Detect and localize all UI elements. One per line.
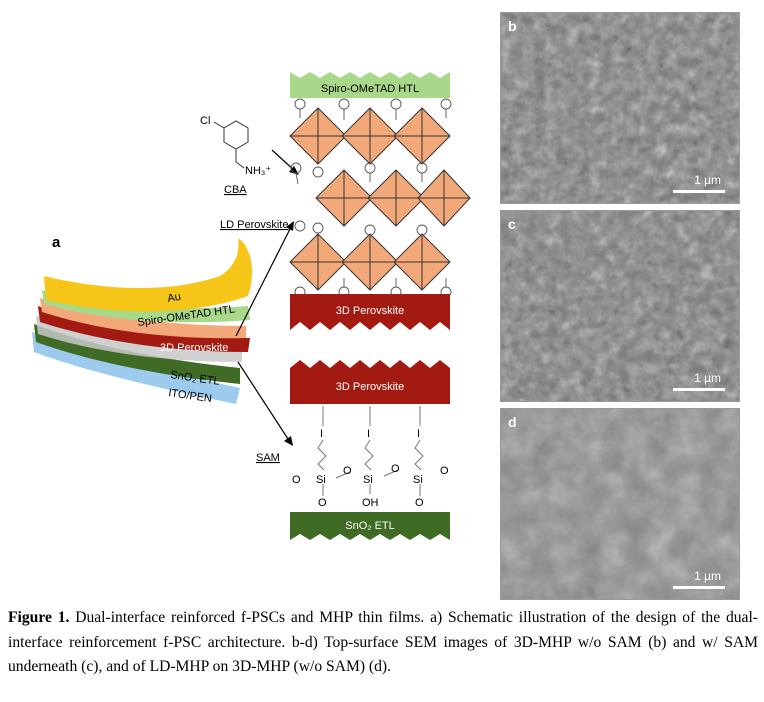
sem-image-d: d 1 µm [500,408,740,600]
spiro-htl-bar [290,72,450,98]
iodine-2: I [367,428,370,440]
sam-chains [317,406,424,496]
o-bottom-1: O [318,497,327,509]
perovskite-bottom-bar [290,360,450,404]
spiro-htl-label: Spiro-OMeTAD HTL [321,83,419,95]
cba-nh3: NH₃⁺ [245,165,271,177]
layer-gray [36,316,242,362]
oh-group: OH [362,497,379,509]
scale-bar-c [673,388,725,391]
panel-a-letter: a [52,234,61,251]
octahedron [341,233,399,291]
arrow-cba [271,149,297,173]
scale-bar-d [673,586,725,589]
si-3: Si [413,474,423,486]
scale-label-d: 1 µm [694,569,721,583]
iodine-1: I [320,428,323,440]
octahedron [393,233,451,291]
figure-caption: Figure 1. Dual-interface reinforced f-PS… [8,606,758,680]
o-bridge-1: O [343,465,352,477]
cba-label: CBA [224,184,247,196]
octahedron [289,233,347,291]
caption-text: Dual-interface reinforced f-PSCs and MHP… [8,609,758,675]
o-bridge-2: O [391,463,400,475]
scale-label-c: 1 µm [694,371,721,385]
label-perovskite: 3D Perovskite [160,342,228,354]
octahedron [417,169,471,227]
perovskite-top-bar [290,294,450,330]
cba-cl: Cl [200,115,210,127]
o-bottom-3: O [415,497,424,509]
sem-image-b: b 1 µm [500,12,740,204]
si-2: Si [363,474,373,486]
octahedron [367,169,425,227]
sem-image-c: c 1 µm [500,210,740,402]
sem-letter-d: d [508,414,517,430]
arrowhead-sam [284,436,293,446]
ld-perovskite-label: LD Perovskite [220,219,288,231]
sno2-etl-bar [290,512,450,540]
octahedron [341,107,399,165]
sem-letter-c: c [508,216,516,232]
sam-label: SAM [256,452,280,464]
interface-schematic: Spiro-OMeTAD HTL Cl NH₃⁺ CBA LD Perovski… [200,72,471,540]
panel-a-stack: a Au Spiro-OMeTAD HTL 3D Perovskite SnO₂… [32,221,294,446]
figure-1: a Au Spiro-OMeTAD HTL 3D Perovskite SnO₂… [32,12,740,600]
label-au: Au [166,291,181,305]
octahedra-rows [289,107,471,291]
caption-label: Figure 1. [8,609,70,626]
layer-spiro [42,290,250,323]
si-1: Si [316,474,326,486]
o-left: O [292,474,301,486]
arrowhead-ld [286,221,294,231]
o-right: O [440,465,449,477]
perovskite-top-label: 3D Perovskite [336,305,404,317]
perovskite-bottom-label: 3D Perovskite [336,381,404,393]
arrow-to-ld [235,224,293,337]
iodine-3: I [417,428,420,440]
layer-au [44,238,253,312]
layer-peach [40,298,246,339]
scale-bar-b [673,190,725,193]
sem-letter-b: b [508,18,517,34]
octahedron [393,107,451,165]
arrow-to-sam [237,361,291,443]
cba-molecule [213,120,249,169]
octahedron [289,107,347,165]
sno2-etl-label: SnO₂ ETL [345,520,395,532]
octahedron [315,169,373,227]
spacer-rings [290,98,452,298]
scale-label-b: 1 µm [694,173,721,187]
layer-perovskite [38,306,250,352]
